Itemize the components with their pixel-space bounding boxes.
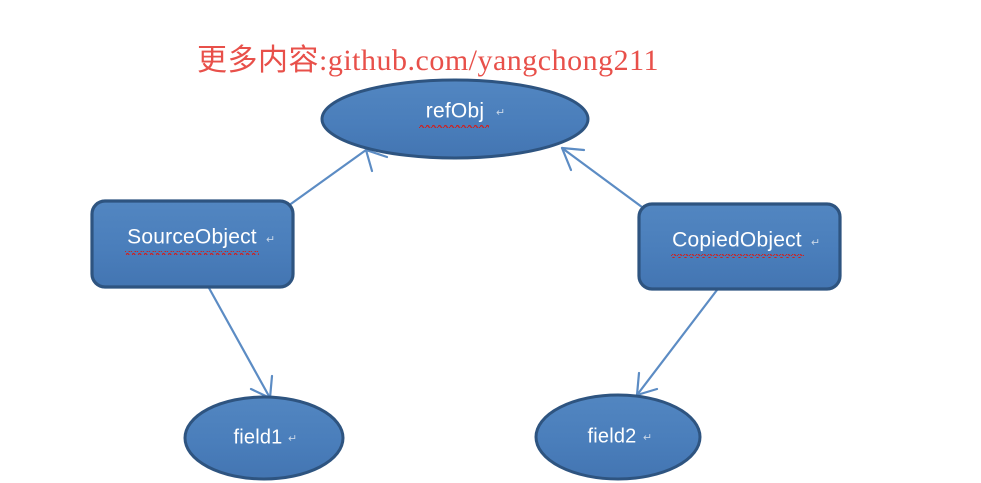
node-sourceobject[interactable]: SourceObject ↵ — [90, 199, 295, 289]
editor-paragraph-mark-copiedobject: ↵ — [811, 237, 820, 249]
editor-paragraph-mark-refobj: ↵ — [496, 107, 505, 119]
editor-paragraph-mark-field1: ↵ — [288, 433, 297, 445]
nodes-layer: refObj ↵ SourceObject ↵ CopiedObject ↵ — [90, 78, 842, 481]
connector-copied-to-field2 — [635, 288, 719, 397]
watermark-label: 更多内容:github.com/yangchong211 — [197, 44, 659, 77]
node-field2[interactable]: field2 ↵ — [534, 393, 702, 481]
connector-source-to-refobj — [279, 148, 389, 213]
connector-copied-to-refobj — [560, 146, 652, 215]
connectors-layer — [207, 146, 719, 400]
node-field1-label: field1 — [233, 426, 282, 448]
node-refobj[interactable]: refObj ↵ — [320, 78, 590, 160]
node-copiedobject[interactable]: CopiedObject ↵ — [637, 202, 842, 291]
node-field2-label: field2 — [587, 425, 636, 447]
editor-paragraph-mark-field2: ↵ — [643, 432, 652, 444]
connector-source-to-field1 — [207, 286, 274, 400]
spellcheck-underline-refobj — [419, 124, 489, 128]
node-copiedobject-label: CopiedObject — [672, 229, 802, 252]
editor-paragraph-mark-sourceobject: ↵ — [266, 234, 275, 246]
node-field1[interactable]: field1 ↵ — [183, 395, 345, 481]
node-sourceobject-label: SourceObject — [127, 226, 257, 249]
spellcheck-underline-sourceobject — [125, 251, 259, 255]
node-refobj-label: refObj — [426, 100, 484, 123]
spellcheck-underline-copiedobject — [671, 254, 804, 258]
